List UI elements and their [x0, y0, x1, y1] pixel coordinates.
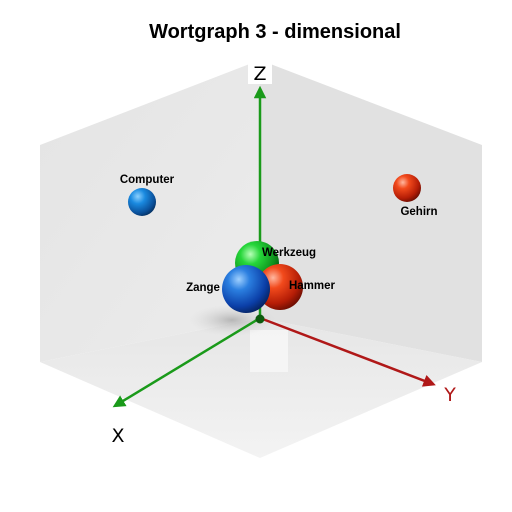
word-hammer	[257, 264, 303, 310]
zange-sphere	[222, 265, 270, 313]
hammer-label: Hammer	[289, 280, 336, 292]
sphere-shadow	[188, 304, 276, 336]
floor-front-highlight	[250, 330, 288, 372]
word-gehirn: Gehirn	[393, 174, 438, 218]
z-label-box	[248, 60, 272, 84]
origin-point	[255, 314, 265, 324]
gehirn-sphere	[393, 174, 421, 202]
right-wall	[260, 60, 482, 362]
hammer-sphere	[257, 264, 303, 310]
x-axis-label: X	[111, 425, 124, 447]
y-axis	[259, 316, 436, 387]
computer-label: Computer	[120, 174, 175, 186]
x-axis	[112, 316, 261, 408]
y-axis-label: Y	[443, 384, 456, 406]
zange-label: Zange	[186, 282, 220, 294]
computer-sphere	[128, 188, 156, 216]
word-zange	[222, 265, 270, 313]
z-axis-label: Z	[253, 63, 266, 85]
floor	[40, 318, 482, 458]
word-computer: Computer	[120, 174, 175, 216]
graph-title: Wortgraph 3 - dimensional	[149, 21, 401, 43]
werkzeug-label: Werkzeug	[262, 247, 316, 259]
gehirn-label: Gehirn	[400, 206, 437, 218]
